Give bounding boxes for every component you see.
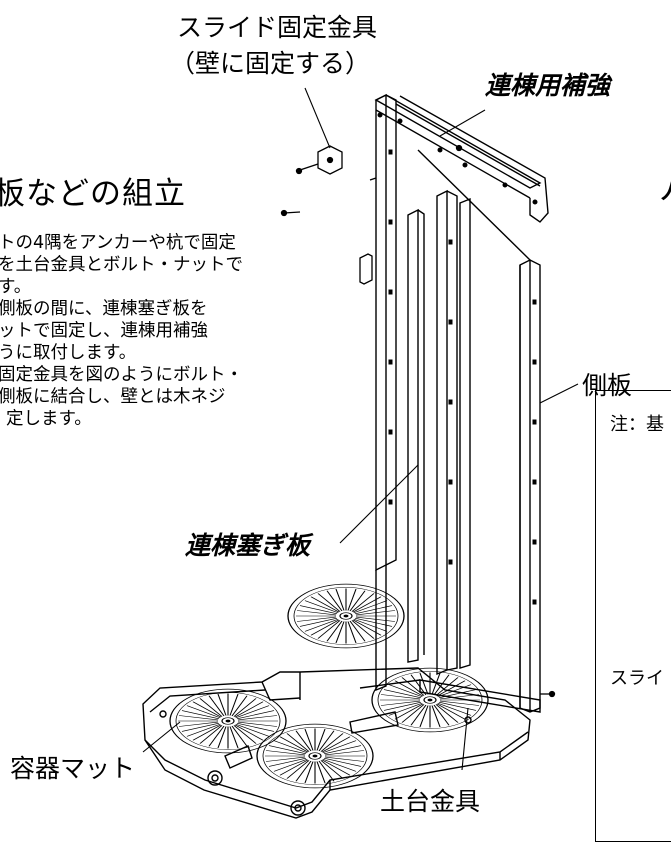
container-mat-drawing bbox=[142, 667, 531, 819]
instruction-line-9: 定します。 bbox=[6, 409, 92, 429]
instruction-line-4: 側板の間に、連棟塞ぎ板を bbox=[0, 299, 208, 319]
container-mat-label: 容器マット bbox=[10, 754, 136, 783]
slide-bracket-sublabel: （壁に固定する） bbox=[170, 49, 371, 78]
instruction-line-6: うに取付します。 bbox=[0, 343, 137, 363]
slide-bracket-label: スライド固定金具 bbox=[177, 13, 378, 42]
instruction-line-3: す。 bbox=[0, 277, 32, 297]
instruction-line-1: トの4隅をアンカーや杭で固定 bbox=[0, 233, 236, 253]
instruction-line-2: を土台金具とボルト・ナットで bbox=[0, 255, 243, 275]
base-bracket-label: 土台金具 bbox=[380, 787, 481, 816]
leader-lines bbox=[142, 87, 579, 771]
side-panel-drawing bbox=[359, 93, 549, 713]
reinforcement-label: 連棟用補強 bbox=[485, 71, 611, 100]
instruction-line-7: 固定金具を図のようにボルト・ bbox=[0, 365, 243, 385]
fan-radial-patterns bbox=[169, 583, 489, 789]
side-panel-label: 側板 bbox=[582, 371, 633, 400]
note-slide-text: スライ bbox=[610, 668, 664, 689]
edge-text-fragment: ル bbox=[660, 170, 671, 207]
section-title: 板などの組立 bbox=[0, 176, 186, 212]
instruction-line-8: 側板に結合し、壁とは木ネジ bbox=[0, 387, 226, 407]
assembly-drawing bbox=[142, 87, 579, 819]
slide-bracket-drawing bbox=[280, 144, 556, 698]
gap-plate-label: 連棟塞ぎ板 bbox=[185, 531, 311, 560]
instruction-line-5: ットで固定し、連棟用補強 bbox=[0, 321, 208, 341]
note-text: 注：基 bbox=[610, 414, 664, 435]
note-box bbox=[595, 390, 671, 842]
